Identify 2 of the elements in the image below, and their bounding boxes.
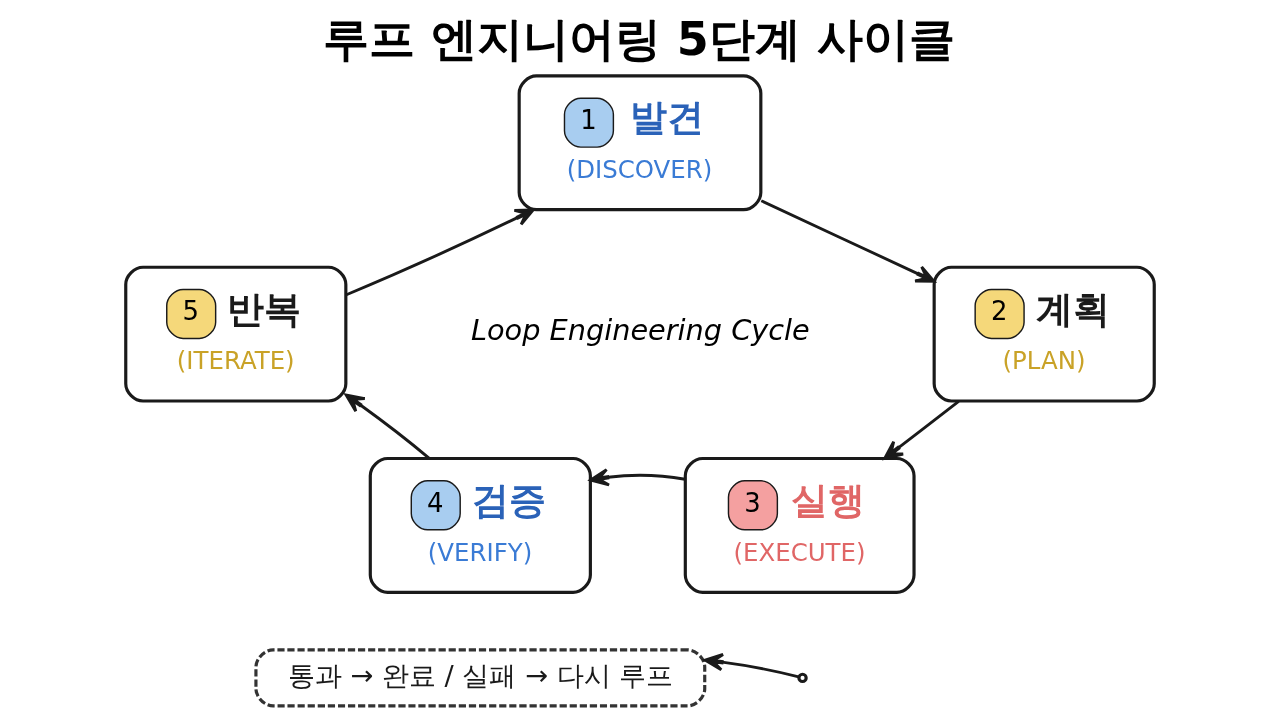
label: Loop Engineering Cycle xyxy=(470,312,810,347)
diagram-title: 루프 엔지니어링 5단계 사이클 xyxy=(322,12,955,67)
